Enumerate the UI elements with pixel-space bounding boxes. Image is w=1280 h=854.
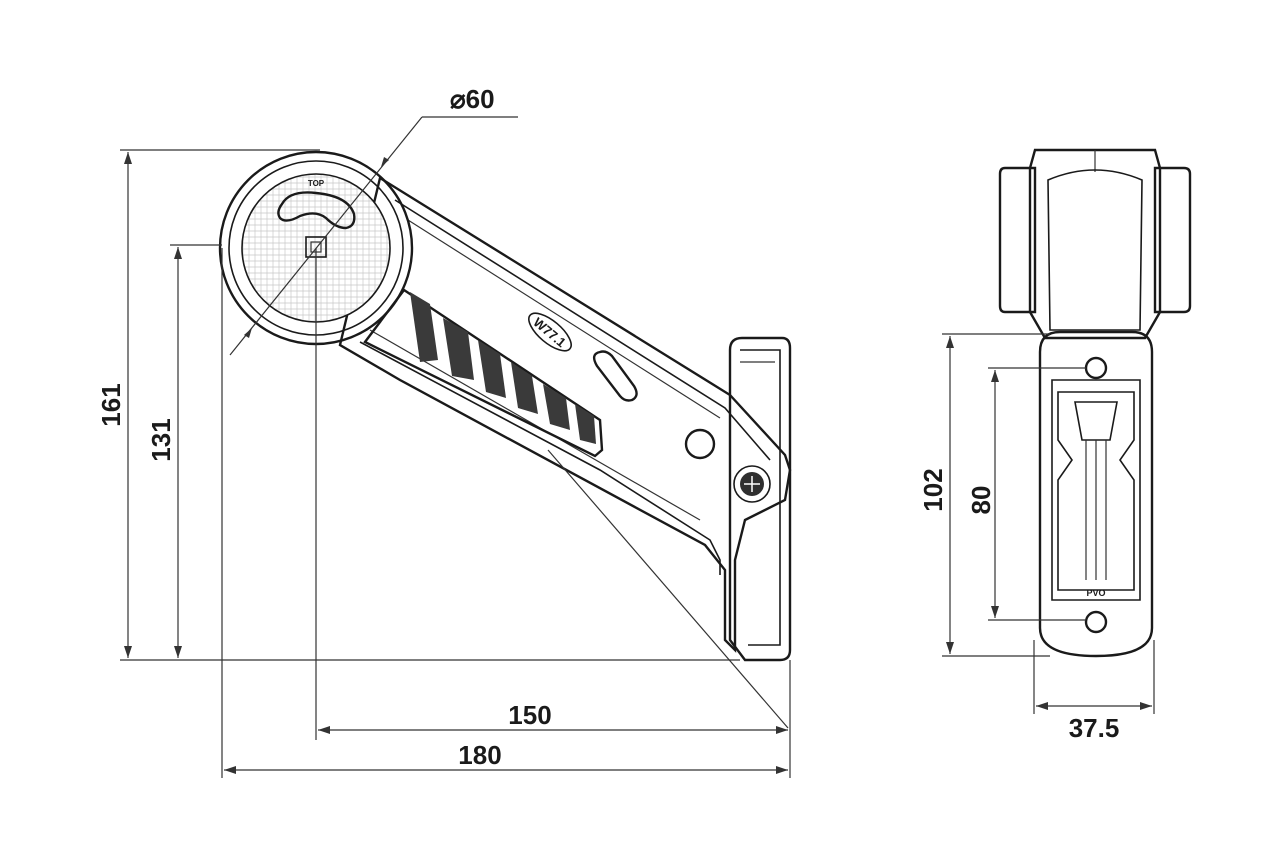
lamp-arm: W77.1 (338, 176, 792, 653)
dimension-mount-inner: 80 (966, 486, 996, 515)
front-view: PVO 102 80 37. (918, 148, 1192, 743)
certification-logo (733, 465, 771, 503)
mount-hole-bottom (1084, 610, 1108, 634)
arm-badge: W77.1 (528, 312, 572, 352)
dimension-line-180 (224, 766, 788, 774)
dimension-line-102 (946, 336, 954, 654)
dimension-line-80 (991, 370, 999, 618)
front-lamp-head (998, 148, 1192, 340)
front-base: PVO (1038, 330, 1154, 658)
arm-slot (592, 350, 638, 402)
side-view: W77.1 TOP ⌀60 (96, 84, 792, 778)
dimension-mount-width: 37.5 (1069, 713, 1120, 743)
dimension-overall-width: 180 (458, 740, 501, 770)
mount-hole-top (1084, 356, 1108, 380)
arm-hole (684, 428, 716, 460)
diameter-leader (229, 116, 518, 356)
dimension-line-150 (318, 726, 788, 734)
dimension-line-131 (174, 247, 182, 658)
dimension-overall-height: 161 (96, 383, 126, 426)
dimension-mount-outer: 102 (918, 468, 948, 511)
dimension-line-161 (124, 152, 132, 658)
extension-lines (120, 149, 791, 778)
base-label: PVO (1086, 588, 1105, 598)
vent-slots (363, 288, 604, 458)
lens-window (277, 191, 356, 230)
mounting-plate (728, 336, 792, 662)
dimension-center-width: 150 (508, 700, 551, 730)
lens-top-text: TOP (308, 179, 325, 188)
dimension-diameter: ⌀60 (450, 84, 495, 114)
dimension-line-37-5 (1036, 702, 1152, 710)
front-extension-lines (942, 333, 1155, 714)
dimension-center-height: 131 (146, 418, 176, 461)
